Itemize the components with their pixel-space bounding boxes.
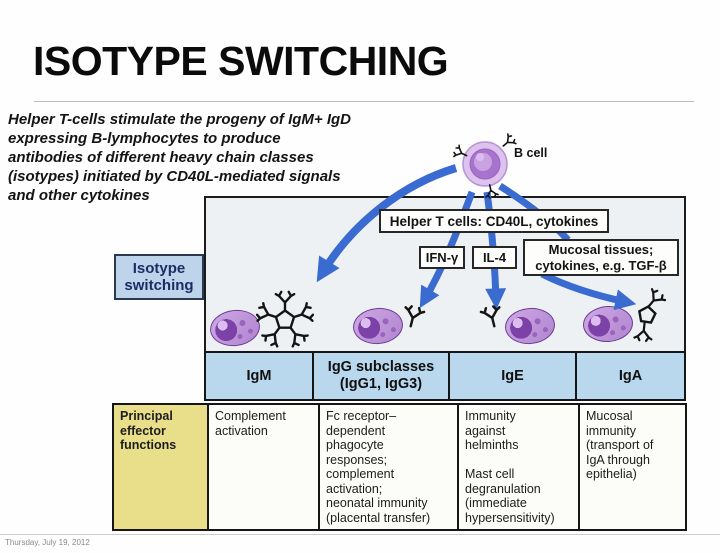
mucosal-tissues-label: Mucosal tissues; cytokines, e.g. TGF-β [523,239,679,276]
effector-cell-igm: Complement activation [207,405,318,529]
effector-functions-table: Principal effector functions Complement … [112,403,687,531]
helper-t-cells-label: Helper T cells: CD40L, cytokines [379,209,609,233]
isotype-cell-iga: IgA [575,353,684,399]
title-divider [34,101,694,102]
isotype-cell-ige: IgE [448,353,575,399]
b-cell-label: B cell [514,146,548,160]
effector-cell-ige: Immunity against helminths Mast cell deg… [457,405,578,529]
isotype-cell-igg: IgG subclasses (IgG1, IgG3) [312,353,448,399]
intro-paragraph: Helper T-cells stimulate the progeny of … [8,111,351,204]
effector-row-header: Principal effector functions [114,405,207,529]
isotype-cell-igm: IgM [246,367,272,384]
footer-date: Thursday, July 19, 2012 [5,538,90,547]
ifn-gamma-label: IFN-γ [419,246,465,269]
effector-cell-igg: Fc receptor– dependent phagocyte respons… [318,405,457,529]
footer-divider [0,534,720,535]
il-4-label: IL-4 [472,246,517,269]
isotype-switching-label: Isotype switching [114,254,204,300]
page-title: ISOTYPE SWITCHING [33,38,449,84]
effector-cell-iga: Mucosal immunity (transport of IgA throu… [578,405,685,529]
isotype-class-row: IgM IgG subclasses (IgG1, IgG3) IgE IgA [204,351,686,401]
